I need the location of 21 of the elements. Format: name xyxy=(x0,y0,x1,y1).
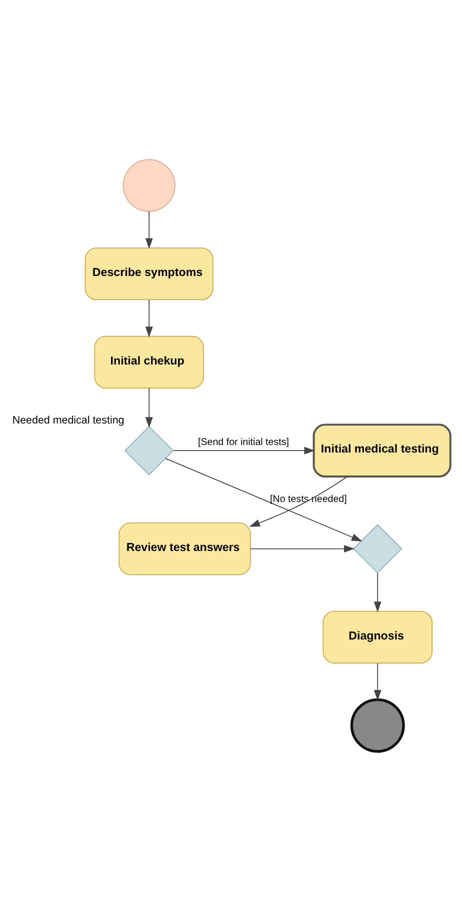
arrow xyxy=(145,210,153,248)
arrow xyxy=(249,476,348,526)
arrow xyxy=(374,572,382,612)
arrow xyxy=(374,662,382,700)
node-box: Diagnosis xyxy=(322,610,433,663)
edge-label: [Send for initial tests] xyxy=(198,436,289,448)
arrow xyxy=(173,446,315,454)
node-circle xyxy=(122,158,176,212)
node-box: Describe symptoms xyxy=(84,247,214,300)
arrow xyxy=(145,298,153,337)
node-circle xyxy=(350,698,405,752)
node-diamond xyxy=(124,425,174,475)
arrow xyxy=(250,544,355,552)
edge-label: [No tests needed] xyxy=(270,494,347,505)
node-box: Review test answers xyxy=(118,522,251,575)
node-diamond xyxy=(352,524,402,574)
arrow xyxy=(145,387,153,428)
node-box: Initial medical testing xyxy=(312,423,452,477)
arrow xyxy=(165,457,362,541)
node-label: Needed medical testing xyxy=(12,414,124,426)
node-box: Initial chekup xyxy=(94,335,204,388)
